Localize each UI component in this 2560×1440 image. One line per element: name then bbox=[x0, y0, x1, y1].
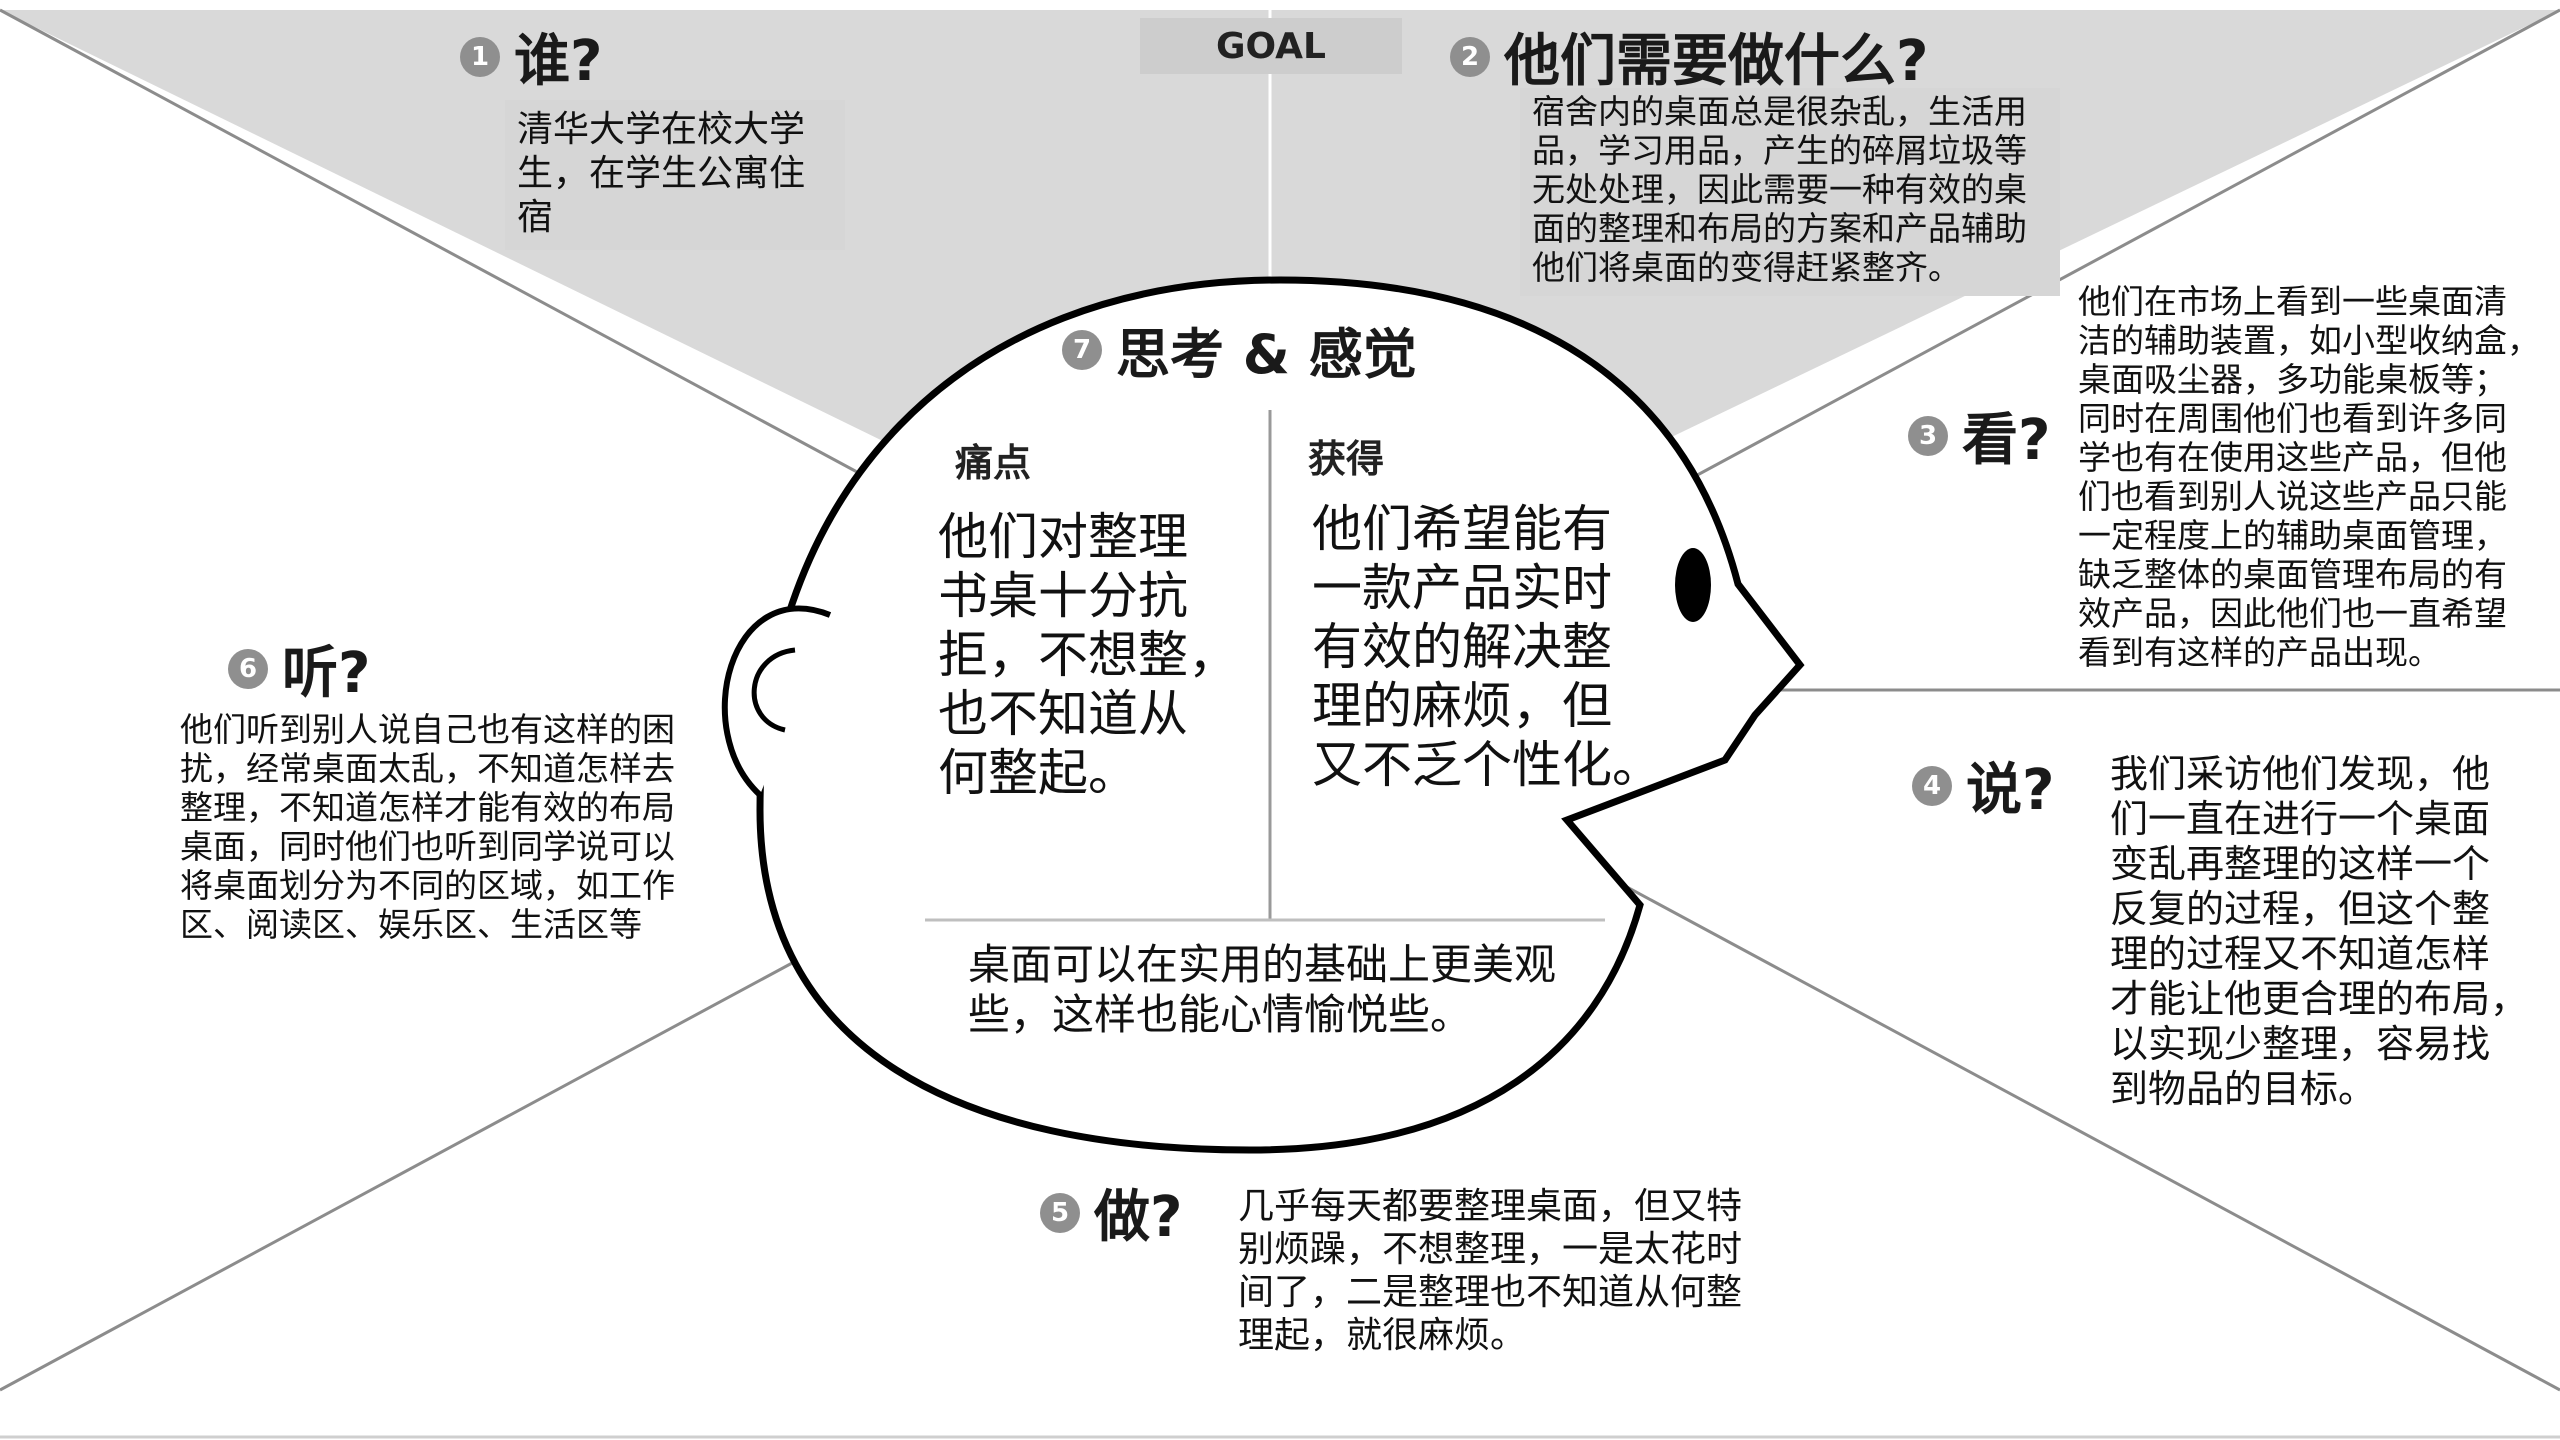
see-text: 他们在市场上看到一些桌面清 洁的辅助装置，如小型收纳盒， 桌面吸尘器，多功能桌板… bbox=[2078, 282, 2540, 672]
section-number-badge: 2 bbox=[1450, 36, 1490, 77]
section-hear-header: 6 听? bbox=[228, 628, 370, 709]
gain-text: 他们希望能有 一款产品实时 有效的解决整 理的麻烦，但 又不乏个性化。 bbox=[1312, 500, 1662, 794]
section-number-badge: 4 bbox=[1912, 765, 1952, 806]
section-who-header: 1 谁? bbox=[460, 16, 602, 97]
section-see-header: 3 看? bbox=[1908, 395, 2050, 476]
say-text: 我们采访他们发现，他 们一直在进行一个桌面 变乱再整理的这样一个 反复的过程，但… bbox=[2110, 752, 2529, 1111]
hear-text: 他们听到别人说自己也有这样的困 扰，经常桌面太乱，不知道怎样去 整理，不知道怎样… bbox=[180, 710, 675, 944]
section-title: 听? bbox=[282, 641, 371, 706]
section-do-header: 5 做? bbox=[1040, 1172, 1182, 1253]
section-number-badge: 3 bbox=[1908, 415, 1948, 456]
section-number-badge: 5 bbox=[1040, 1192, 1080, 1233]
section-title: 说? bbox=[1966, 758, 2055, 823]
bottom-text: 桌面可以在实用的基础上更美观 些，这样也能心情愉悦些。 bbox=[968, 940, 1557, 1039]
section-number-badge: 7 bbox=[1062, 329, 1102, 370]
do-text: 几乎每天都要整理桌面，但又特 别烦躁，不想整理，一是太花时 间了，二是整理也不知… bbox=[1238, 1186, 1743, 1356]
pain-label: 痛点 bbox=[955, 441, 1032, 485]
section-need-header: 2 他们需要做什么? bbox=[1450, 16, 1928, 97]
goal-label: GOAL bbox=[1140, 18, 1402, 74]
section-title: 看? bbox=[1962, 408, 2051, 473]
gain-label: 获得 bbox=[1308, 437, 1385, 481]
ear-inner bbox=[751, 647, 796, 733]
section-title: 谁? bbox=[514, 29, 603, 94]
head-outline bbox=[756, 276, 1805, 1154]
section-title: 做? bbox=[1094, 1185, 1183, 1250]
section-title: 思考 & 感觉 bbox=[1116, 323, 1417, 386]
section-think-header: 7 思考 & 感觉 bbox=[1062, 310, 1417, 389]
need-text-box: 宿舍内的桌面总是很杂乱，生活用 品，学习用品，产生的碎屑垃圾等 无处处理，因此需… bbox=[1520, 88, 2060, 296]
section-title: 他们需要做什么? bbox=[1504, 29, 1929, 94]
ear-outer bbox=[721, 605, 832, 798]
who-text-box: 清华大学在校大学 生，在学生公寓住 宿 bbox=[505, 100, 845, 250]
pain-text: 他们对整理 书桌十分抗 拒，不想整， 也不知道从 何整起。 bbox=[938, 508, 1238, 802]
eye bbox=[1675, 548, 1711, 622]
section-number-badge: 6 bbox=[228, 648, 268, 689]
section-number-badge: 1 bbox=[460, 36, 500, 77]
section-say-header: 4 说? bbox=[1912, 745, 2054, 826]
